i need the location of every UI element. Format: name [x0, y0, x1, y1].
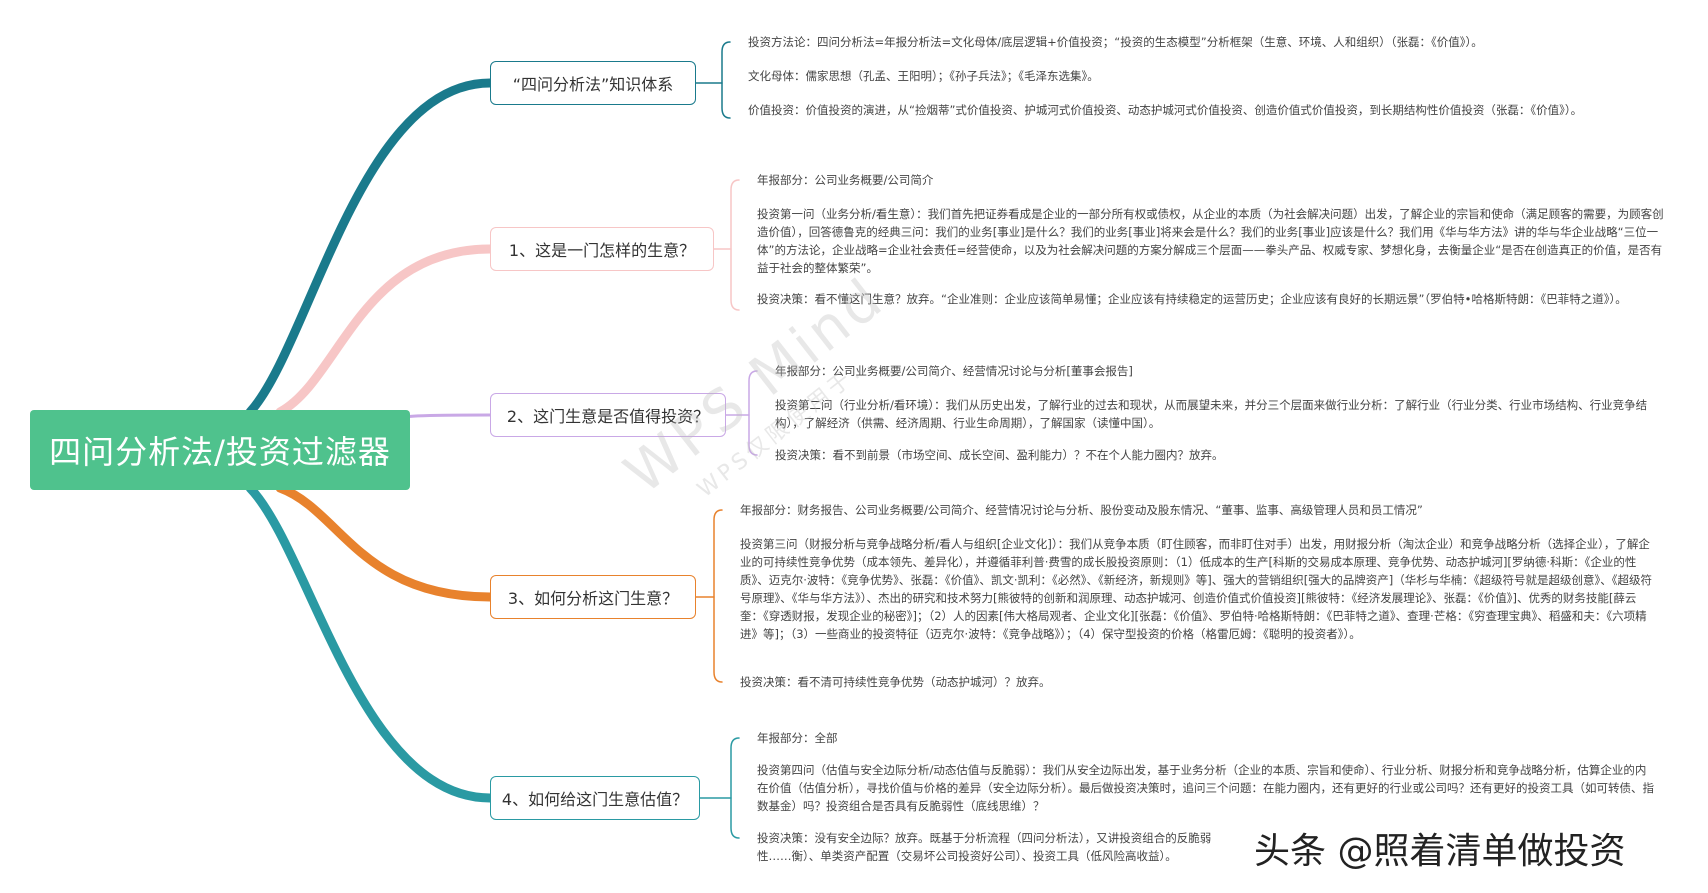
note-bracket-4: [730, 737, 740, 839]
note-bracket-0: [721, 41, 731, 119]
note: 投资决策：看不到前景（市场空间、成长空间、盈利能力）？不在个人能力圈内？放弃。: [775, 448, 1224, 462]
note: 投资第三问（财报分析与竞争战略分析/看人与组织[企业文化]）：我们从竞争本质（盯…: [740, 537, 1653, 641]
note: 投资决策：看不懂这门生意？放弃。“企业准则：企业应该简单易懂；企业应该有持续稳定…: [757, 292, 1627, 306]
branch-line-0: [245, 78, 495, 417]
topic-question-1[interactable]: 1、这是一门怎样的生意？: [490, 227, 714, 271]
topic-label: 2、这门生意是否值得投资？: [506, 407, 710, 426]
note: 投资方法论：四问分析法=年报分析法=文化母体/底层逻辑+价值投资；“投资的生态模…: [748, 35, 1483, 49]
toutiao-logo-overlay: 头条 @照着清单做投资: [1250, 822, 1630, 874]
note: 价值投资：价值投资的演进，从“捡烟蒂”式价值投资、护城河式价值投资、动态护城河式…: [748, 103, 1583, 117]
topic-question-3[interactable]: 3、如何分析这门生意？: [490, 575, 696, 619]
topic-question-2[interactable]: 2、这门生意是否值得投资？: [490, 393, 726, 437]
note-bracket-2: [748, 370, 758, 456]
note: 投资决策：看不清可持续性竞争优势（动态护城河）？放弃。: [740, 675, 1051, 689]
note: 投资第一问（业务分析/看生意）：我们首先把证券看成是企业的一部分所有权或债权，从…: [757, 207, 1664, 275]
branch-line-3: [275, 483, 495, 602]
note: 投资第四问（估值与安全边际分析/动态估值与反脆弱）：我们从安全边际出发，基于业务…: [757, 763, 1654, 813]
topic-label: 4、如何给这门生意估值？: [501, 790, 689, 809]
topic-label: 1、这是一门怎样的生意？: [508, 241, 696, 260]
branch-line-4: [245, 483, 495, 803]
note-bracket-1: [730, 179, 740, 311]
note: 年报部分：公司业务概要/公司简介、经营情况讨论与分析[董事会报告]: [775, 364, 1133, 378]
note: 年报部分：公司业务概要/公司简介: [757, 173, 934, 187]
note: 年报部分：财务报告、公司业务概要/公司简介、经营情况讨论与分析、股份变动及股东情…: [740, 503, 1423, 517]
note: 投资决策：没有安全边际？放弃。既基于分析流程（四问分析法），又讲投资组合的反脆弱…: [757, 831, 1212, 863]
note-bracket-3: [713, 509, 723, 683]
note: 投资第二问（行业分析/看环境）：我们从历史出发，了解行业的过去和现状，从而展望未…: [775, 398, 1648, 430]
root-node[interactable]: 四问分析法/投资过滤器: [30, 410, 410, 490]
topic-label: “四问分析法”知识体系: [512, 75, 674, 94]
topic-knowledge-system[interactable]: “四问分析法”知识体系: [490, 61, 696, 105]
note: 年报部分：全部: [757, 731, 838, 745]
topic-question-4[interactable]: 4、如何给这门生意估值？: [490, 776, 700, 820]
topic-label: 3、如何分析这门生意？: [507, 589, 679, 608]
branch-line-1: [275, 244, 495, 417]
note: 文化母体：儒家思想（孔孟、王阳明）；《孙子兵法》；《毛泽东选集》。: [748, 69, 1099, 83]
root-label: 四问分析法/投资过滤器: [49, 433, 391, 471]
